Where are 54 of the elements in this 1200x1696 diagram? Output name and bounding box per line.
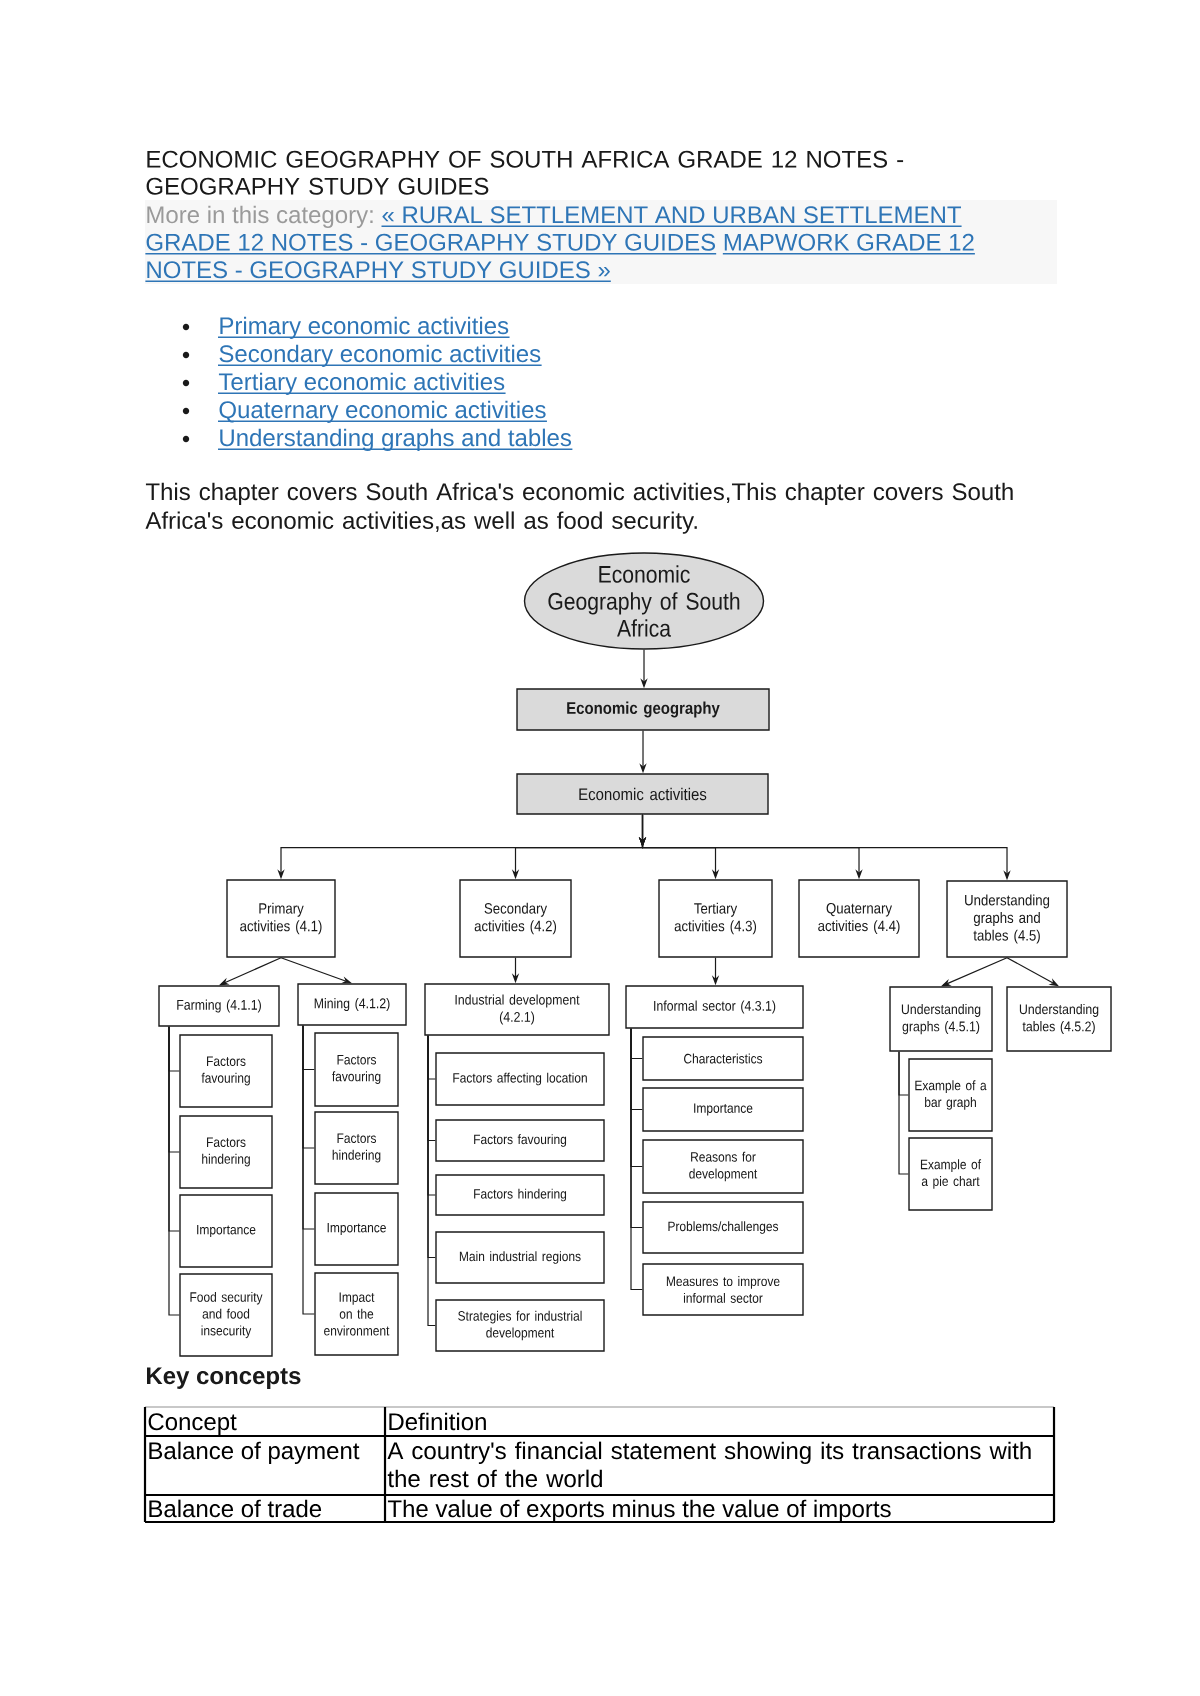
- paragraph-text: This chapter covers South Africa's economic activities,This chapter covers South Africa's economic activities,as well as food security.: [145, 482, 1013, 534]
- term-text: Balance of payment: [149, 1441, 360, 1464]
- item-box: Example of a pie chart: [908, 1137, 993, 1211]
- subtopic-box: Industrial development (4.2.1): [424, 983, 610, 1036]
- heading-box: Economic activities: [516, 773, 769, 815]
- category-box: Secondary activities (4.2): [459, 879, 572, 958]
- subtopic-box: Understanding graphs (4.5.1): [889, 986, 993, 1052]
- connector-line: [427, 1035, 436, 1327]
- item-box: Factors hindering: [435, 1174, 605, 1216]
- item-box: Example of a bar graph: [908, 1058, 993, 1132]
- definition-text: The value of exports minus the value of imports: [387, 1499, 891, 1522]
- item-box: Food security and food insecurity: [179, 1273, 273, 1357]
- connector-line: [168, 1026, 180, 1316]
- item-box: Importance: [179, 1194, 273, 1268]
- link: Tertiary economic activities: [217, 372, 507, 395]
- category-box: Understanding graphs and tables (4.5): [946, 880, 1068, 958]
- item-box: Factors affecting location: [435, 1052, 605, 1106]
- arrow: [1006, 957, 1059, 987]
- item-box: Importance: [642, 1087, 804, 1132]
- heading-box: Economic geography: [516, 688, 770, 731]
- item-box: Measures to improve informal sector: [642, 1263, 804, 1316]
- item-box: Strategies for industrial development: [435, 1299, 605, 1352]
- item-box: Factors favouring: [314, 1032, 399, 1107]
- item-box: Factors favouring: [179, 1034, 273, 1108]
- item-box: Factors hindering: [179, 1115, 273, 1189]
- category-label: More in this category:: [147, 205, 373, 228]
- link: Understanding graphs and tables: [217, 428, 574, 451]
- item-box: Factors favouring: [435, 1119, 605, 1162]
- subtopic-box: Informal sector (4.3.1): [625, 985, 804, 1029]
- subtopic-box: Farming (4.1.1): [158, 985, 280, 1027]
- definition-text: A country's financial statement showing its transactions with the rest of the world: [387, 1441, 1031, 1488]
- subtopic-box: Understanding tables (4.5.2): [1006, 986, 1112, 1052]
- category-box: Tertiary activities (4.3): [658, 879, 773, 958]
- category-box: Primary activities (4.1): [226, 879, 336, 958]
- item-box: Factors hindering: [314, 1111, 399, 1185]
- connector-line: [302, 1025, 315, 1315]
- link: Secondary economic activities: [217, 344, 543, 367]
- link: Quaternary economic activities: [217, 400, 548, 423]
- item-box: Reasons for development: [642, 1139, 804, 1194]
- subtopic-box: Mining (4.1.2): [297, 983, 407, 1026]
- item-box: Main industrial regions: [435, 1231, 605, 1284]
- connector-line: [630, 1028, 643, 1291]
- item-box: Importance: [314, 1192, 399, 1266]
- column-header: Definition: [389, 1412, 486, 1431]
- link: Primary economic activities: [217, 316, 511, 339]
- term-text: Balance of trade: [149, 1499, 322, 1518]
- category-box: Quaternary activities (4.4): [798, 879, 920, 958]
- page-title: ECONOMIC GEOGRAPHY OF SOUTH AFRICA GRADE 12 NOTES - GEOGRAPHY STUDY GUIDES: [146, 150, 904, 195]
- column-header: Concept: [148, 1413, 237, 1435]
- item-box: Problems/challenges: [642, 1201, 804, 1254]
- connector-line: [898, 1051, 909, 1175]
- item-box: Characteristics: [642, 1036, 804, 1081]
- item-box: Impact on the environment: [314, 1272, 399, 1356]
- section-heading: Key concepts: [147, 1367, 301, 1389]
